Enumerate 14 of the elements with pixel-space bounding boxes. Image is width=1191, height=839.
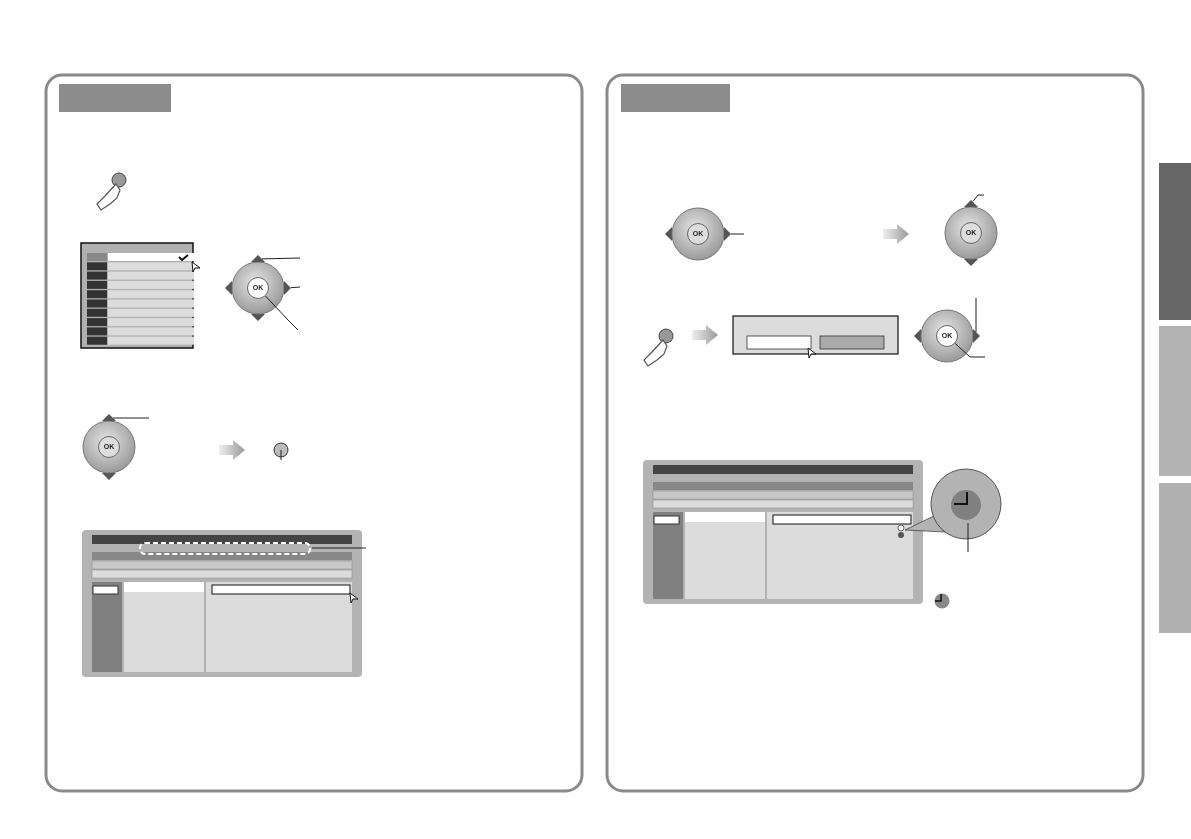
leader-line xyxy=(261,257,301,260)
leader-line xyxy=(730,233,745,235)
leader-line xyxy=(973,194,985,202)
arrow-key xyxy=(964,200,978,207)
arrow-key xyxy=(724,227,731,241)
arrow-key xyxy=(284,281,291,295)
leader-line xyxy=(954,342,986,358)
leader-line xyxy=(265,295,299,331)
leader-line xyxy=(112,417,150,419)
leader-line xyxy=(290,286,301,289)
arrow-key xyxy=(973,329,980,343)
arrow-key xyxy=(251,255,265,262)
leader-line xyxy=(975,297,977,333)
arrow-key xyxy=(102,414,116,421)
